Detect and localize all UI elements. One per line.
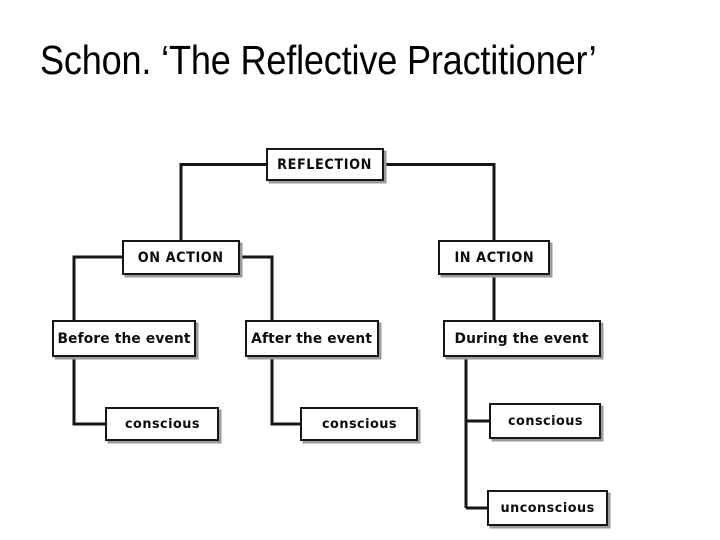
edge-after-conscious <box>270 357 300 426</box>
edge-on-action-before <box>72 255 122 320</box>
edge-on-action-after <box>240 255 274 320</box>
edge-reflection-on-action <box>179 163 266 240</box>
node-before-the-event[interactable]: Before the event <box>52 320 196 357</box>
node-conscious-during-label: conscious <box>507 413 583 429</box>
node-in-action[interactable]: IN ACTION <box>438 240 550 275</box>
node-reflection[interactable]: REFLECTION <box>266 148 384 181</box>
node-conscious-after-label: conscious <box>321 416 397 432</box>
edge-reflection-in-action <box>384 163 496 240</box>
node-after-the-event[interactable]: After the event <box>245 320 379 357</box>
node-unconscious-during-label: unconscious <box>500 500 595 516</box>
node-conscious-during[interactable]: conscious <box>489 403 601 439</box>
node-unconscious-during[interactable]: unconscious <box>487 490 608 526</box>
node-after-the-event-label: After the event <box>251 330 373 347</box>
edge-before-conscious <box>72 357 105 426</box>
node-during-the-event[interactable]: During the event <box>443 320 601 357</box>
node-conscious-after[interactable]: conscious <box>300 407 418 441</box>
node-reflection-label: REFLECTION <box>277 156 373 173</box>
node-during-the-event-label: During the event <box>454 330 590 347</box>
node-before-the-event-label: Before the event <box>57 330 191 347</box>
node-on-action[interactable]: ON ACTION <box>122 240 240 275</box>
node-on-action-label: ON ACTION <box>138 249 224 266</box>
node-conscious-before[interactable]: conscious <box>105 407 219 441</box>
connector-lines <box>72 163 496 510</box>
node-conscious-before-label: conscious <box>124 416 200 432</box>
reflection-tree-diagram: REFLECTION ON ACTION IN ACTION Before th… <box>0 100 720 540</box>
node-in-action-label: IN ACTION <box>454 249 534 266</box>
page-title: Schon. ‘The Reflective Practitioner’ <box>40 37 597 83</box>
